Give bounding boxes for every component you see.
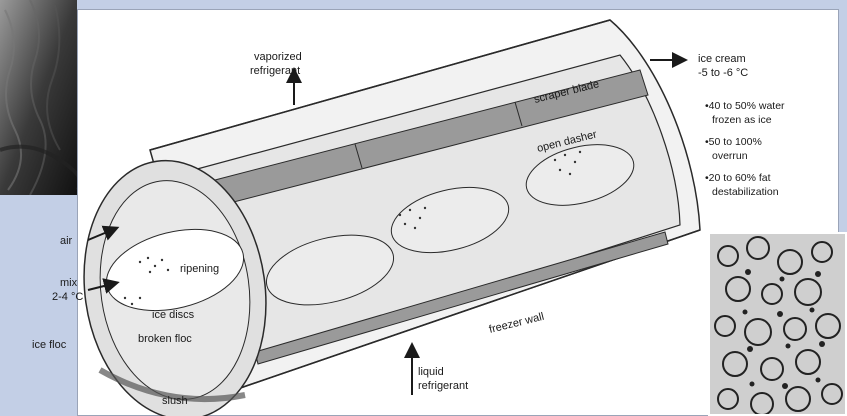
label-bullet3-2: destabilization — [712, 186, 779, 198]
label-slush: slush — [162, 395, 188, 407]
label-air: air — [60, 235, 73, 247]
label-bullet1-2: frozen as ice — [712, 114, 772, 126]
label-ice-cream-2: -5 to -6 °C — [698, 67, 748, 79]
label-bullet3-1: •20 to 60% fat — [705, 172, 771, 184]
label-ripening: ripening — [180, 263, 219, 275]
label-bullet2-1: •50 to 100% — [705, 136, 762, 148]
label-ice-floc: ice floc — [32, 339, 67, 351]
label-ice-cream-1: ice cream — [698, 53, 746, 65]
label-bullet2-2: overrun — [712, 150, 748, 162]
label-vaporized-2: refrigerant — [250, 65, 300, 77]
label-mix-2: 2-4 °C — [52, 291, 83, 303]
label-vaporized-1: vaporized — [254, 51, 302, 63]
micrograph-right — [708, 232, 847, 416]
label-mix-1: mix — [60, 277, 78, 289]
label-bullet1-1: •40 to 50% water — [705, 100, 785, 112]
label-ice-discs: ice discs — [152, 309, 195, 321]
label-liquid-1: liquid — [418, 366, 444, 378]
label-broken-floc: broken floc — [138, 333, 192, 345]
micrograph-right-texture — [710, 234, 845, 414]
label-liquid-2: refrigerant — [418, 380, 468, 392]
label-freezer-wall: freezer wall — [488, 311, 545, 336]
